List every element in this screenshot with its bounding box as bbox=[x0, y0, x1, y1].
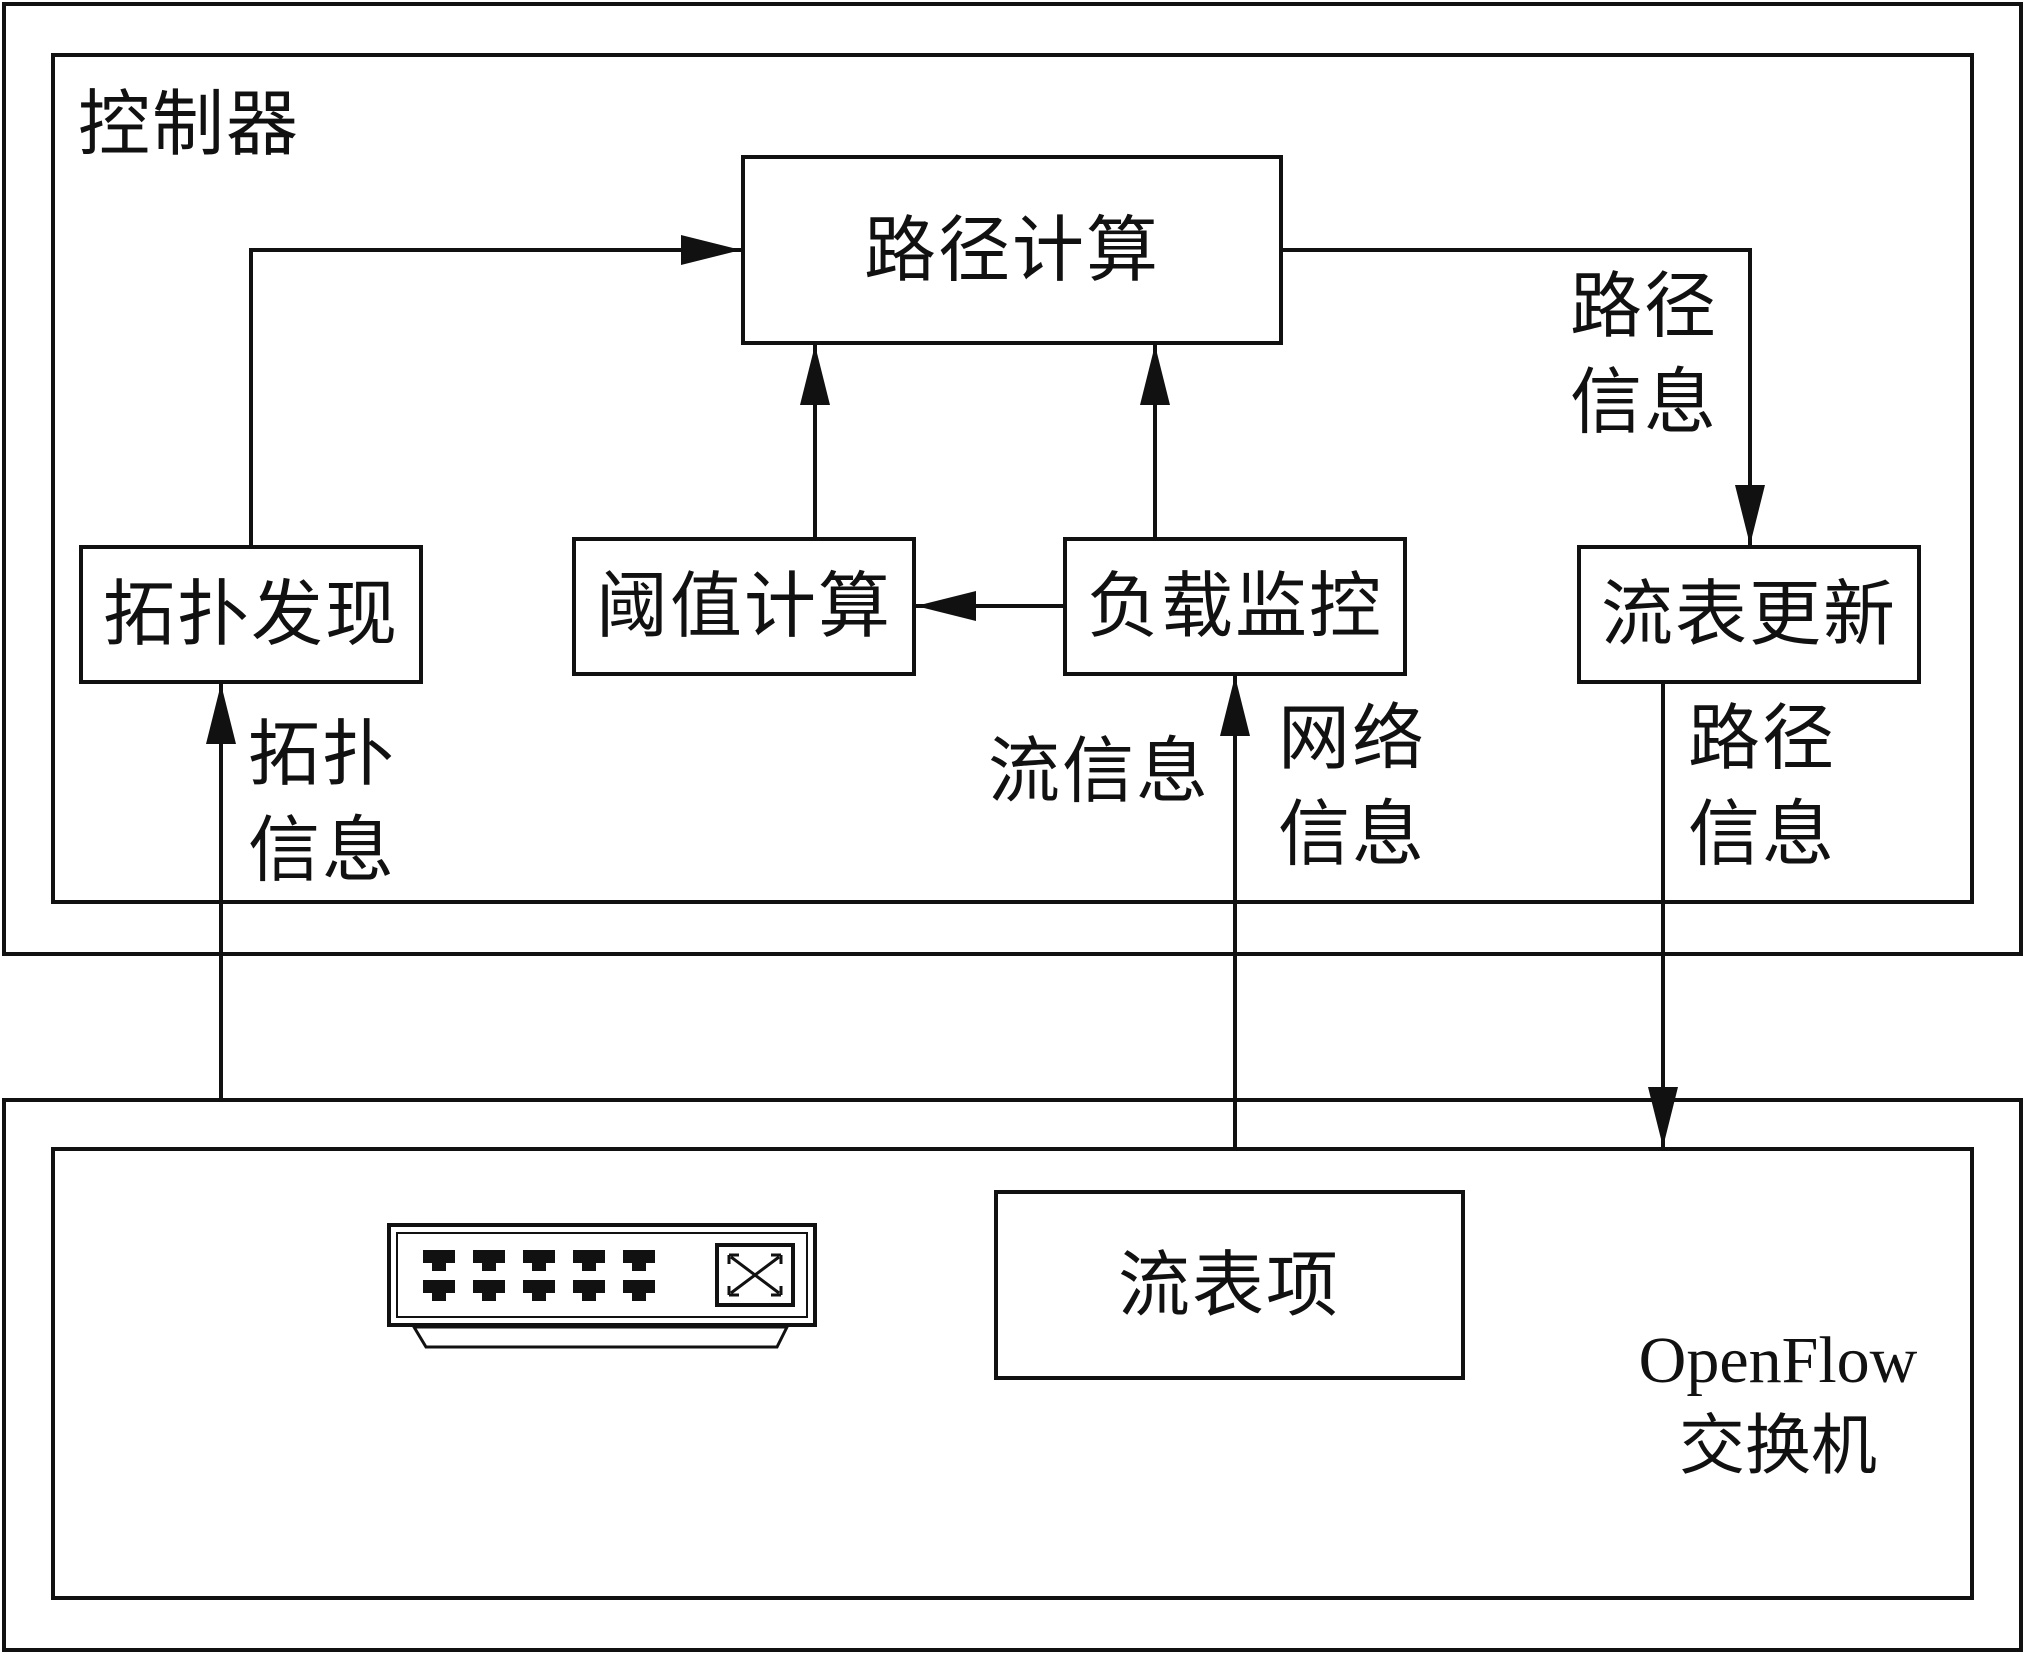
switch-outer-frame bbox=[2, 1098, 2023, 1652]
edge-label-path-info-lower: 路径信息 bbox=[1688, 696, 1837, 876]
edge-label-path-info-upper: 路径信息 bbox=[1570, 264, 1719, 444]
path-calculation-label: 路径计算 bbox=[863, 208, 1161, 292]
flow-table-update-label: 流表更新 bbox=[1600, 572, 1898, 656]
node-path-calculation bbox=[741, 155, 1283, 345]
switch-title-line-2: 交换机 bbox=[1679, 1410, 1877, 1483]
topology-discovery-label: 拓扑发现 bbox=[102, 572, 400, 656]
flow-table-entry-label: 流表项 bbox=[1117, 1243, 1341, 1327]
controller-title: 控制器 bbox=[78, 82, 301, 166]
node-flow-table-entry bbox=[994, 1190, 1465, 1380]
edge-topology-to-path-calc bbox=[249, 235, 741, 545]
controller-outer-frame bbox=[2, 2, 2023, 956]
node-flow-table-update bbox=[1577, 545, 1921, 684]
load-monitoring-label: 负载监控 bbox=[1086, 564, 1384, 648]
network-switch-icon bbox=[387, 1223, 817, 1349]
switch-inner-frame bbox=[51, 1147, 1974, 1600]
switch-title: OpenFlow 交换机 bbox=[1608, 1318, 1948, 1490]
edge-label-topology-info: 拓扑信息 bbox=[248, 712, 397, 892]
controller-inner-frame bbox=[51, 53, 1974, 904]
threshold-calculation-label: 阈值计算 bbox=[595, 564, 893, 648]
node-load-monitoring bbox=[1063, 537, 1407, 676]
switch-title-line-1: OpenFlow bbox=[1638, 1324, 1918, 1397]
edge-path-calc-to-flow-update bbox=[1283, 248, 1765, 545]
edge-label-network-info: 网络信息 bbox=[1278, 696, 1427, 876]
node-topology-discovery bbox=[79, 545, 423, 684]
node-threshold-calculation bbox=[572, 537, 916, 676]
edge-label-flow-info: 流信息 bbox=[988, 729, 1211, 813]
